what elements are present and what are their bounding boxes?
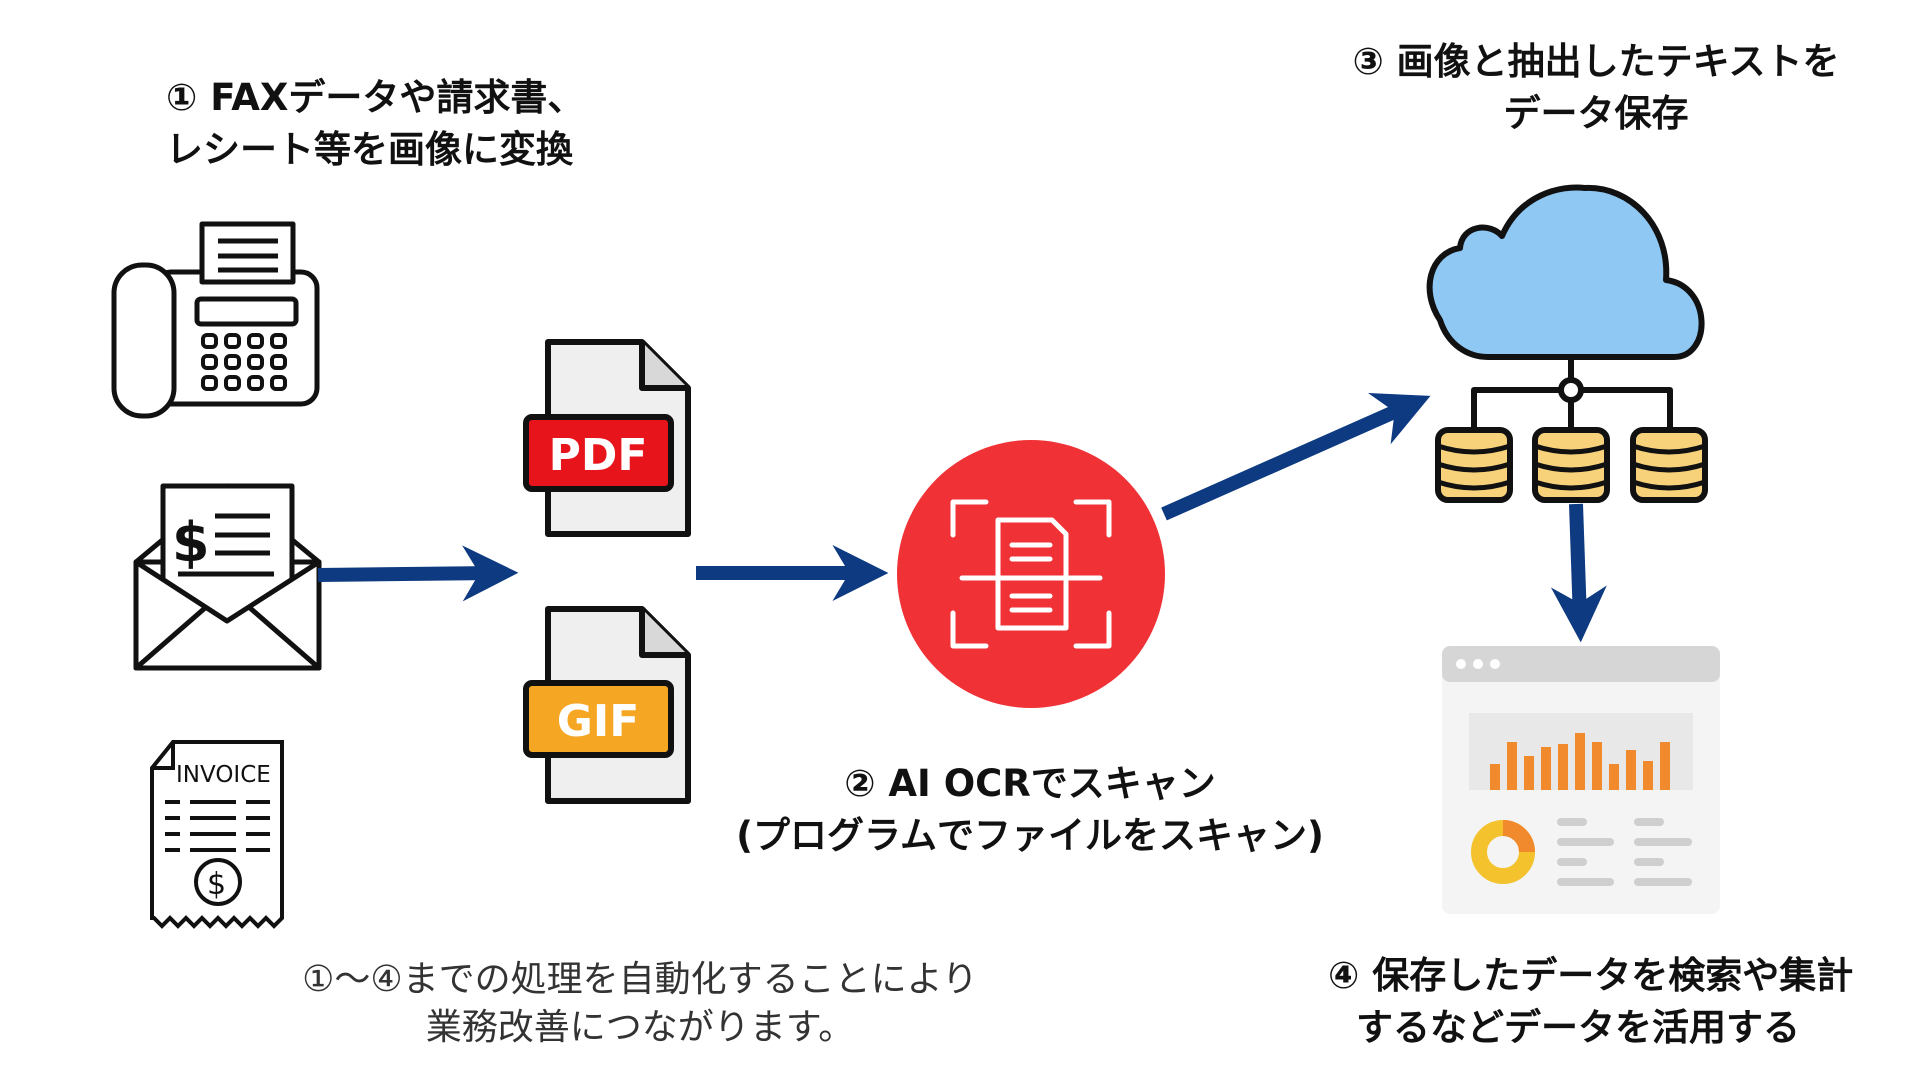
note-line2: 業務改善につながります。 [425,1007,855,1048]
invoice-receipt-icon: INVOICE $ [150,740,284,929]
step4-line2: するなどデータを活用する [1356,1006,1800,1049]
invoice-label: INVOICE [176,762,271,788]
pdf-file-icon: PDF [523,339,691,537]
cloud-database-icon [1426,184,1708,503]
step1-line2: レシート等を画像に変換 [166,128,573,171]
step3-line1: ③ 画像と抽出したテキストを [1352,40,1840,83]
step2-line2: (プログラムでファイルをスキャン) [736,814,1324,857]
svg-text:$: $ [172,511,210,574]
arrow-to-cloud [1161,393,1431,521]
automation-note: ①〜④までの処理を自動化することにより 業務改善につながります。 [280,956,1000,1052]
step2-label: ② AI OCRでスキャン (プログラムでファイルをスキャン) [730,758,1330,862]
arrow-to-files [317,545,519,602]
ocr-scan-icon [897,440,1165,708]
step3-label: ③ 画像と抽出したテキストを データ保存 [1346,36,1846,140]
step1-label: ① FAXデータや請求書、 レシート等を画像に変換 [166,72,584,176]
gif-file-icon: GIF [523,606,691,804]
envelope-bill-icon: $ [133,483,322,671]
arrow-to-dashboard [1550,503,1607,643]
gif-badge-label: GIF [557,696,640,747]
step4-line1: ④ 保存したデータを検索や集計 [1328,954,1854,997]
step2-line1: ② AI OCRでスキャン [844,762,1216,805]
dashboard-chart-icon [1442,646,1720,914]
pdf-badge-label: PDF [549,430,648,481]
svg-text:$: $ [207,867,226,902]
note-line1: ①〜④までの処理を自動化することにより [302,959,978,1000]
step3-line2: データ保存 [1503,92,1689,135]
fax-machine-icon [111,221,320,419]
step4-label: ④ 保存したデータを検索や集計 するなどデータを活用する [1328,950,1853,1054]
step1-line1: ① FAXデータや請求書、 [166,76,585,119]
